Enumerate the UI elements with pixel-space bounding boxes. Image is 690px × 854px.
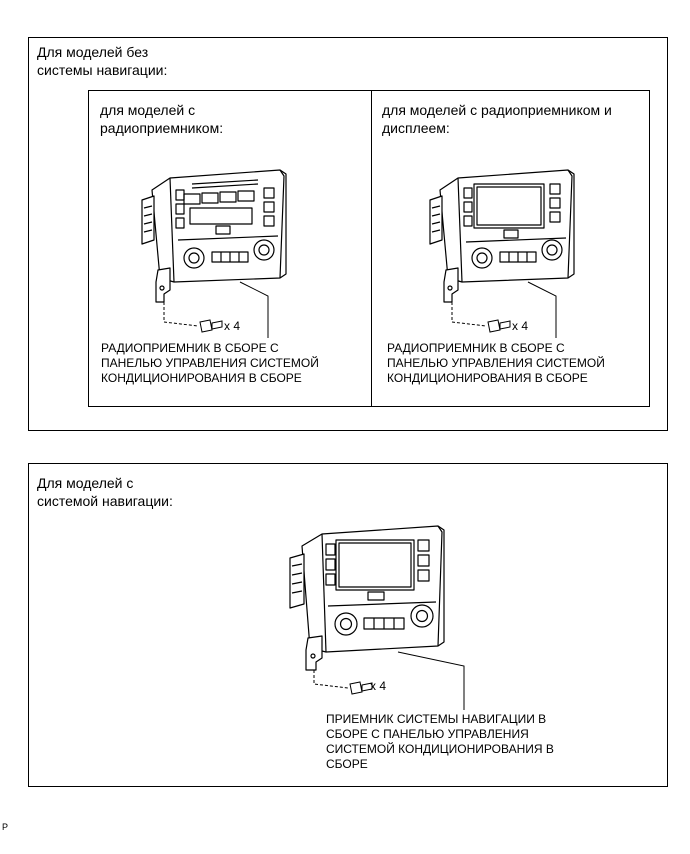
variant-table-divider	[371, 90, 372, 407]
variant-table	[88, 90, 650, 407]
radio-receiver-assembly-icon	[141, 169, 287, 338]
radio-receiver-display-assembly-icon	[429, 169, 575, 338]
right-cell-heading: для моделей с радиоприемником и дисплеем…	[382, 102, 612, 136]
top-panel-title: Для моделей без системы навигации:	[37, 44, 168, 78]
bottom-panel-title: Для моделей с системой навигации:	[37, 475, 173, 509]
left-bolt-quantity: x 4	[224, 319, 241, 333]
bottom-panel-caption: ПРИЕМНИК СИСТЕМЫ НАВИГАЦИИ В СБОРЕ С ПАН…	[326, 712, 554, 771]
left-cell-caption: РАДИОПРИЕМНИК В СБОРЕ С ПАНЕЛЬЮ УПРАВЛЕН…	[101, 341, 319, 385]
left-cell-heading: для моделей с радиоприемником:	[100, 102, 224, 136]
navigation-receiver-assembly-icon	[289, 525, 465, 710]
bottom-bolt-quantity: x 4	[370, 679, 387, 693]
right-cell-caption: РАДИОПРИЕМНИК В СБОРЕ С ПАНЕЛЬЮ УПРАВЛЕН…	[387, 341, 605, 385]
bottom-panel	[28, 463, 668, 787]
right-bolt-quantity: x 4	[512, 319, 529, 333]
figure-code: P	[2, 822, 9, 832]
top-panel	[28, 37, 668, 431]
